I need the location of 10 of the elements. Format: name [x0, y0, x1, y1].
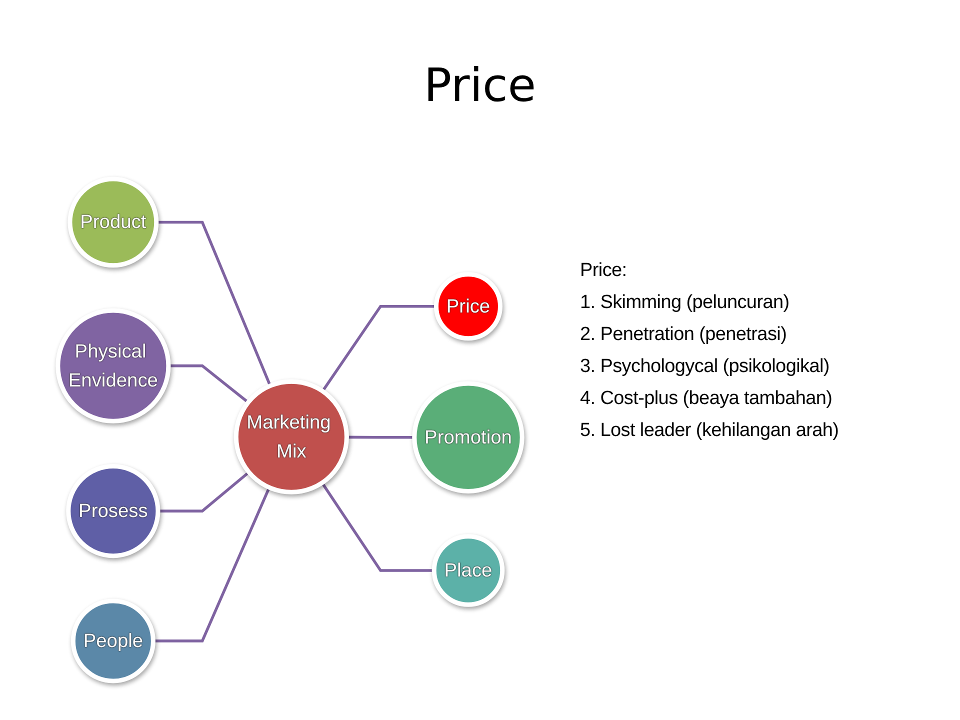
list-item: 5. Lost leader (kehilangan arah): [580, 420, 840, 442]
list-heading: Price:: [580, 260, 628, 282]
list-item: 2. Penetration (penetrasi): [580, 324, 788, 346]
title: Price: [424, 58, 536, 112]
connector: [153, 486, 271, 642]
list-item: 4. Cost-plus (beaya tambahan): [580, 388, 834, 410]
connector: [346, 436, 414, 439]
list-item: 3. Psychologycal (psikologikal): [580, 356, 830, 378]
connector: [156, 220, 272, 386]
list-item: 1. Skimming (peluncuran): [580, 292, 790, 314]
